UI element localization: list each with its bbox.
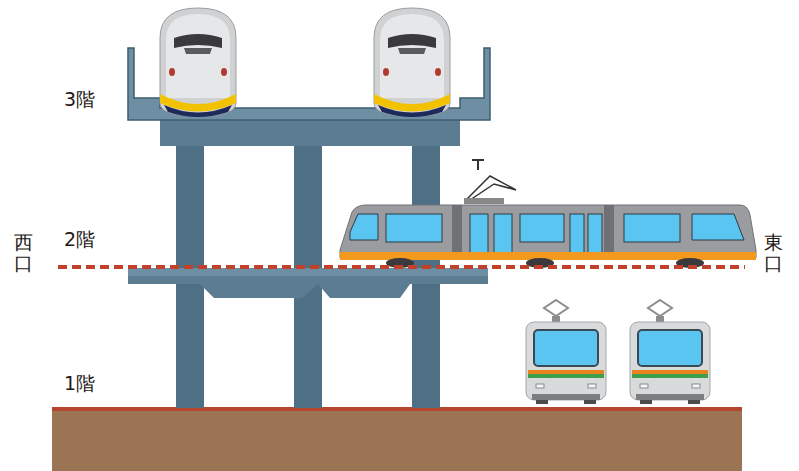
exit-label: 西口 [14, 232, 33, 274]
floor-line [58, 265, 745, 269]
tram [340, 160, 756, 268]
floor-label: 3階 [64, 88, 95, 111]
exit-label: 東口 [764, 232, 783, 274]
floor-label: 2階 [64, 228, 95, 251]
floor-label: 1階 [64, 372, 95, 395]
